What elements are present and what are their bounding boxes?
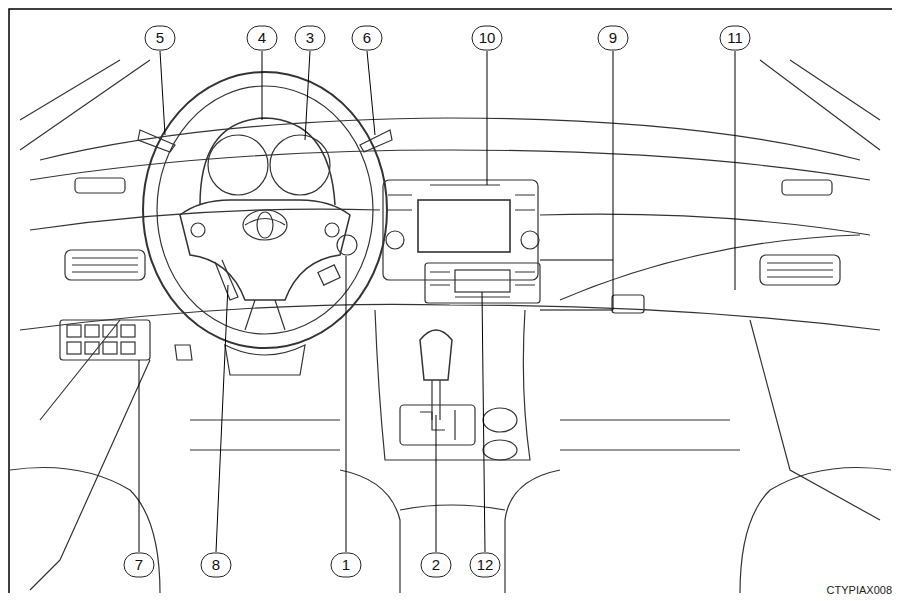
- callout-number: 12: [470, 553, 501, 578]
- callout-number: 11: [720, 26, 751, 51]
- callout-number: 1: [331, 553, 362, 578]
- callout-number: 4: [247, 26, 278, 51]
- callout-number: 9: [598, 26, 629, 51]
- callout-number: 3: [295, 26, 326, 51]
- callout-number: 2: [421, 553, 452, 578]
- callout-number: 6: [352, 26, 383, 51]
- callout-number: 10: [472, 26, 503, 51]
- callout-number: 7: [124, 553, 155, 578]
- callout-number: 8: [201, 553, 232, 578]
- figure-code: CTYPIAX008: [827, 584, 892, 596]
- callout-number: 5: [145, 26, 176, 51]
